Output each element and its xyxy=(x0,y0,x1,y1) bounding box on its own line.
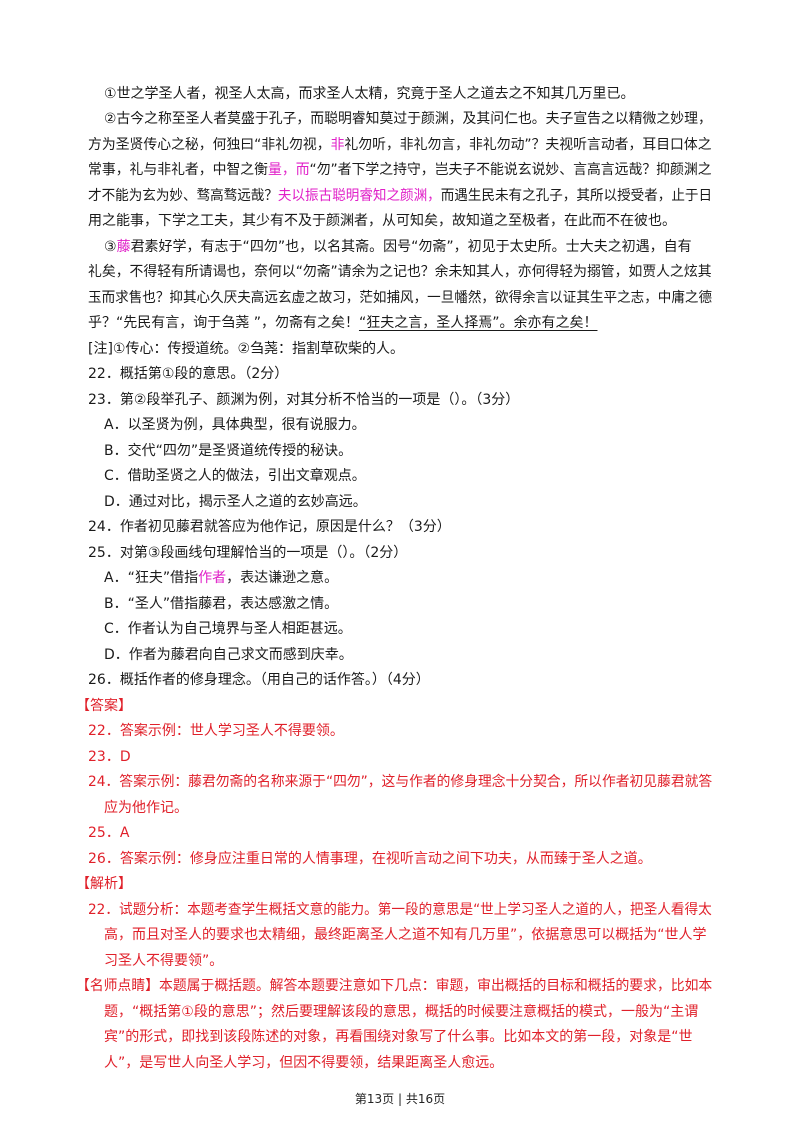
passage-paragraph-2-line-3: 常事，礼与非礼者，中智之衡量，而“勿”者下学之持守，岂夫子不能说玄说妙、言高言远… xyxy=(88,162,712,178)
answer-24-line-1: 24．答案示例：藤君勿斋的名称来源于“四勿”，这与作者的修身理念十分契合，所以作… xyxy=(88,774,713,790)
page-footer: 第13页 | 共16页 xyxy=(354,1092,446,1106)
passage-paragraph-1: ①世之学圣人者，视圣人太高，而求圣人太精，究竟于圣人之道去之不知其几万里已。 xyxy=(104,86,635,102)
answer-26: 26．答案示例：修身应注重日常的人情事理，在视听言动之间下功夫，从而臻于圣人之道… xyxy=(88,851,652,867)
answer-22: 22．答案示例：世人学习圣人不得要领。 xyxy=(88,723,344,739)
passage-paragraph-2-line-5: 用之能事，下学之工夫，其少有不及于颜渊者，从可知矣，故知道之至极者，在此而不在彼… xyxy=(88,213,676,229)
analysis-tip-line-2: 题，“概括第①段的意思”；然后要理解该段的意思，概括的时候要注意概括的模式，一般… xyxy=(104,1004,699,1020)
question-25-option-a: A．“狂夫”借指作者，表达谦逊之意。 xyxy=(104,570,339,586)
analysis-heading: 【解析】 xyxy=(76,876,132,892)
analysis-tip-line-1: 【名师点睛】本题属于概括题。解答本题要注意如下几点：审题，审出概括的目标和概括的… xyxy=(76,978,713,994)
passage-paragraph-3-line-4: 乎？“先民有言，询于刍荛 ”，勿斋有之矣！“狂夫之言，圣人择焉”。余亦有之矣！ xyxy=(88,315,598,331)
question-25-option-d: D．作者为藤君向自己求文而感到庆幸。 xyxy=(104,647,353,663)
passage-paragraph-3-line-3: 玉而求售也？抑其心久厌夫高远玄虚之故习，茫如捕风，一旦幡然，欲得余言以证其生平之… xyxy=(88,290,713,306)
analysis-line-2: 高，而且对圣人的要求也太精细，最终距离圣人之道不知有几万里”，依据意思可以概括为… xyxy=(104,927,707,943)
passage-paragraph-3-line-1: ③藤君素好学，有志于“四勿”也，以名其斋。因号“勿斋”，初见于太史所。士大夫之初… xyxy=(104,239,692,255)
question-23-option-c: C．借助圣贤之人的做法，引出文章观点。 xyxy=(104,468,366,484)
question-25-option-c: C．作者认为自己境界与圣人相距甚远。 xyxy=(104,621,352,637)
passage-paragraph-2-line-4: 才不能为玄为妙、骛高骛远哉？夫以振古聪明睿知之颜渊，而遇生民未有之孔子，其所以授… xyxy=(88,188,713,204)
analysis-tip-line-4: 人”，是写世人向圣人学习，但因不得要领，结果距离圣人愈远。 xyxy=(104,1055,504,1071)
passage-paragraph-3-line-2: 礼矣，不得轻有所请谒也，奈何以“勿斋”请余为之记也？余未知其人，亦何得轻为搦管，… xyxy=(88,264,712,280)
passage-paragraph-2-line-2: 方为圣贤传心之秘，何独曰“非礼勿视，非礼勿听，非礼勿言，非礼勿动”？夫视听言动者… xyxy=(88,137,712,153)
answer-25: 25．A xyxy=(88,825,130,841)
analysis-tip-line-3: 宾”的形式，即找到该段陈述的对象，再看围绕对象写了什么事。比如本文的第一段，对象… xyxy=(104,1029,693,1045)
question-24: 24．作者初见藤君就答应为他作记，原因是什么？（3分） xyxy=(88,519,451,535)
underlined-sentence: “狂夫之言，圣人择焉”。余亦有之矣！ xyxy=(358,315,598,331)
question-23-option-b: B．交代“四勿”是圣贤道统传授的秘诀。 xyxy=(104,443,353,459)
passage-paragraph-2-line-1: ②古今之称至圣人者莫盛于孔子，而聪明睿知莫过于颜渊，及其问仁也。夫子宣告之以精微… xyxy=(104,111,712,127)
question-26: 26．概括作者的修身理念。（用自己的话作答。）（4分） xyxy=(88,672,430,688)
answers-heading: 【答案】 xyxy=(76,698,132,714)
question-23-option-d: D．通过对比，揭示圣人之道的玄妙高远。 xyxy=(104,494,367,510)
answer-23: 23．D xyxy=(88,749,131,765)
analysis-line-1: 22．试题分析：本题考查学生概括文意的能力。第一段的意思是“世上学习圣人之道的人… xyxy=(88,902,712,918)
question-23-option-a: A．以圣贤为例，具体典型，很有说服力。 xyxy=(104,417,366,433)
question-25-option-b: B．“圣人”借指藤君，表达感激之情。 xyxy=(104,596,339,612)
question-23: 23．第②段举孔子、颜渊为例，对其分析不恰当的一项是（）。（3分） xyxy=(88,392,520,408)
answer-24-line-2: 应为他作记。 xyxy=(104,800,188,816)
passage-note: [注]①传心：传授道统。②刍荛：指割草砍柴的人。 xyxy=(88,341,405,357)
analysis-line-3: 习圣人不得要领”。 xyxy=(104,953,224,969)
question-25: 25．对第③段画线句理解恰当的一项是（）。（2分） xyxy=(88,545,408,561)
question-22: 22．概括第①段的意思。（2分） xyxy=(88,366,289,382)
